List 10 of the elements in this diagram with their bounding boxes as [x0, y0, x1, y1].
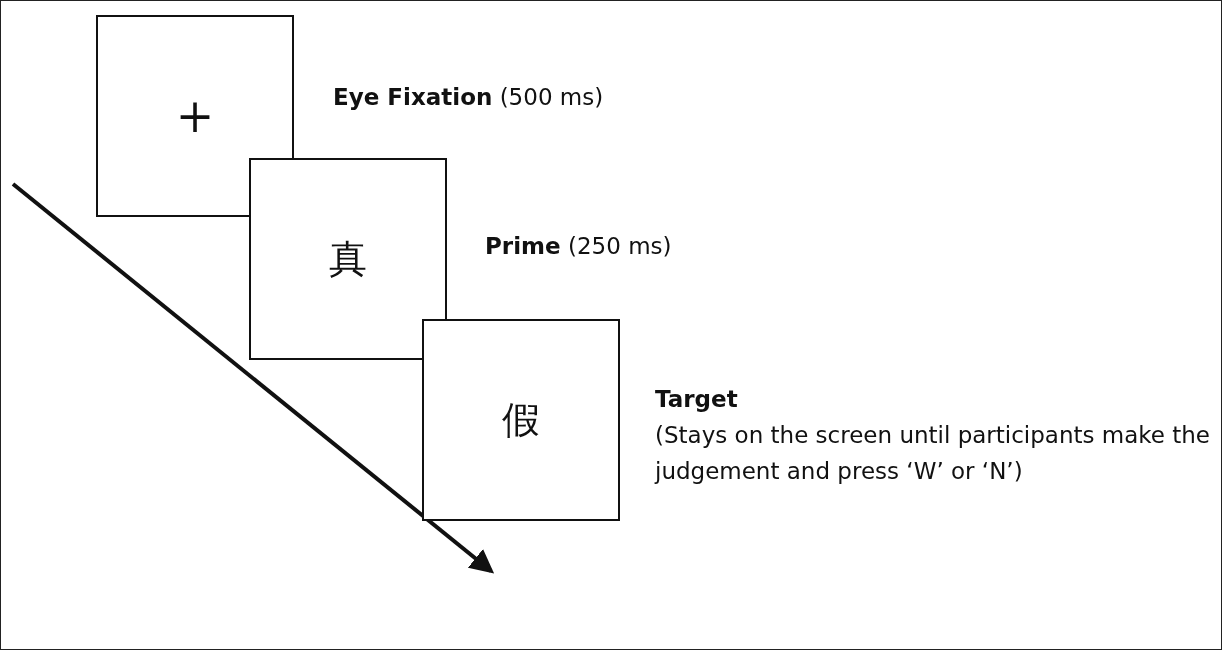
stimulus-text: 真 — [329, 240, 367, 278]
stimulus-text: 假 — [502, 401, 540, 439]
screen-frame — [249, 158, 447, 360]
screen-frame — [96, 15, 294, 217]
screen-frame — [422, 319, 620, 521]
step-caption: Prime (250 ms) — [485, 232, 673, 261]
step-caption: Eye Fixation (500 ms) — [333, 83, 605, 112]
step-caption: (Stays on the screen until participants make the judgement and press ‘W’ or ‘N’) — [655, 421, 1212, 486]
stimulus-text: + — [175, 93, 215, 139]
step-heading: Target — [655, 385, 739, 414]
